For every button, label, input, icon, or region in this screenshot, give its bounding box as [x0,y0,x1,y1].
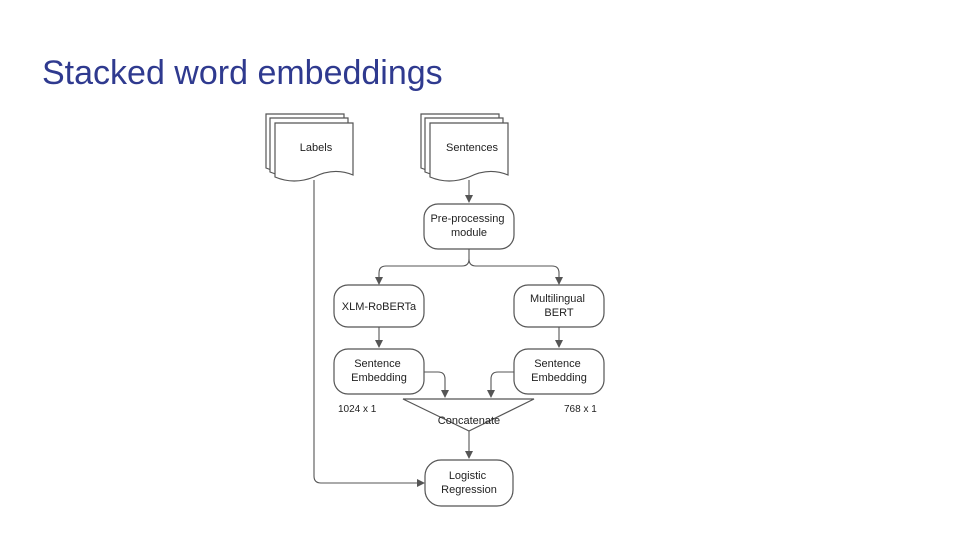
sentence-embedding-right-node: Sentence Embedding [513,348,605,395]
edge-labels-to-regression [313,180,425,487]
sentence-embedding-right-line2: Embedding [531,372,587,384]
multilingual-bert-label-line1: Multilingual [530,293,585,305]
preprocessing-label-line1: Pre-processing [430,213,504,225]
sentence-embedding-left-line1: Sentence [354,358,400,370]
edge-left-embedding-to-concat [424,371,449,398]
sentences-document-node: Sentences [420,113,509,182]
edge-preprocessing-to-xlm [375,249,470,285]
svg-text:Logistic Regression: Logistic Regression [441,470,497,496]
edge-preprocessing-to-mbert [468,258,563,285]
svg-text:Multilingual BERT: Multilingual BERT [530,293,588,319]
preprocessing-node: Pre-processing module [423,203,515,250]
svg-text:Sentence Embedding: Sentence Embedding [351,358,407,384]
labels-label: Labels [300,142,333,154]
logistic-regression-line1: Logistic [449,470,487,482]
multilingual-bert-node: Multilingual BERT [513,284,605,328]
dimension-left-label: 1024 x 1 [338,404,377,415]
concatenate-label: Concatenate [438,415,500,427]
xlm-roberta-label: XLM-RoBERTa [342,301,417,313]
logistic-regression-line2: Regression [441,484,497,496]
logistic-regression-node: Logistic Regression [424,459,514,507]
edge-right-embedding-to-concat [487,371,514,398]
labels-document-node: Labels [265,113,354,182]
edges [313,180,563,487]
svg-text:Sentence Embedding: Sentence Embedding [531,358,587,384]
sentence-embedding-right-line1: Sentence [534,358,580,370]
dimension-right-label: 768 x 1 [564,404,597,415]
sentences-label: Sentences [446,142,498,154]
sentence-embedding-left-node: Sentence Embedding [333,348,425,395]
concatenate-node: Concatenate [402,398,535,432]
xlm-roberta-node: XLM-RoBERTa [333,284,425,328]
sentence-embedding-left-line2: Embedding [351,372,407,384]
preprocessing-label-line2: module [451,227,487,239]
multilingual-bert-label-line2: BERT [544,307,573,319]
svg-text:Pre-processing module: Pre-processing module [430,213,507,239]
slide-title: Stacked word embeddings [42,54,443,92]
